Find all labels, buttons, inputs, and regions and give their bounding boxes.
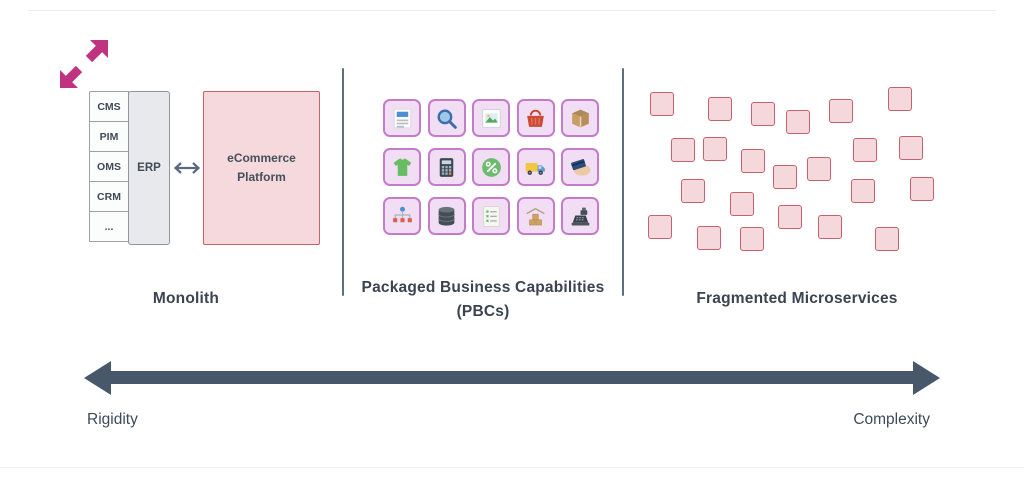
microservice-square bbox=[818, 215, 842, 239]
microservice-square bbox=[899, 136, 923, 160]
pbc-tile bbox=[516, 99, 555, 137]
microservice-square bbox=[751, 102, 775, 126]
microservice-square bbox=[888, 87, 912, 111]
pbc-tile bbox=[427, 148, 466, 186]
document-icon bbox=[393, 108, 411, 128]
calculator-icon bbox=[439, 157, 454, 177]
cash-register-icon bbox=[571, 207, 589, 225]
microservice-square bbox=[910, 177, 934, 201]
microservice-square bbox=[650, 92, 674, 116]
axis-label-rigidity: Rigidity bbox=[87, 411, 138, 428]
microservice-square bbox=[648, 215, 672, 239]
checklist-icon bbox=[482, 205, 500, 227]
search-icon bbox=[437, 109, 457, 129]
monolith-title: Monolith bbox=[152, 290, 220, 307]
erp-box: ERP bbox=[128, 91, 170, 245]
microservice-square bbox=[681, 179, 705, 203]
pbc-tile bbox=[383, 148, 421, 186]
pbc-title-line1: Packaged Business Capabilities bbox=[361, 279, 605, 296]
microservice-square bbox=[875, 227, 899, 251]
resize-diagonal-icon[interactable] bbox=[56, 36, 112, 92]
ecommerce-platform-box: eCommerce Platform bbox=[203, 91, 320, 245]
microservice-square bbox=[671, 138, 695, 162]
microservice-square bbox=[697, 226, 721, 250]
double-headed-arrow-icon bbox=[173, 162, 201, 174]
microservice-square bbox=[708, 97, 732, 121]
module-oms: OMS bbox=[89, 151, 129, 182]
axis-arrowhead-right bbox=[913, 360, 940, 395]
pbc-tile bbox=[427, 197, 466, 235]
microservice-square bbox=[773, 165, 797, 189]
axis-arrowhead-left bbox=[84, 360, 111, 395]
module-crm: CRM bbox=[89, 181, 129, 212]
axis-label-complexity: Complexity bbox=[853, 411, 930, 428]
microservice-square bbox=[730, 192, 754, 216]
pbc-tile bbox=[472, 197, 510, 235]
microservices-title: Fragmented Microservices bbox=[696, 290, 898, 307]
monolith-module-stack: CMS PIM OMS CRM ... bbox=[89, 91, 129, 242]
microservice-square bbox=[786, 110, 810, 134]
pbc-tile bbox=[427, 99, 466, 137]
microservice-square bbox=[740, 227, 764, 251]
microservice-square bbox=[778, 205, 802, 229]
pbc-tile bbox=[472, 99, 510, 137]
top-divider-line bbox=[28, 10, 996, 11]
pbc-title-line2: (PBCs) bbox=[456, 303, 510, 321]
spectrum-axis-arrow bbox=[109, 371, 915, 384]
database-icon bbox=[438, 206, 455, 226]
pbc-tile bbox=[561, 148, 599, 186]
module-ellipsis: ... bbox=[89, 211, 129, 242]
module-cms: CMS bbox=[89, 91, 129, 122]
org-chart-icon bbox=[392, 206, 412, 222]
warehouse-icon bbox=[526, 207, 545, 225]
delivery-truck-icon bbox=[525, 162, 545, 175]
microservice-square bbox=[851, 179, 875, 203]
bottom-divider-line bbox=[0, 467, 1024, 468]
microservice-square bbox=[853, 138, 877, 162]
card-payment-icon bbox=[570, 158, 590, 176]
pbc-tile bbox=[516, 148, 555, 186]
shopping-basket-icon bbox=[527, 109, 544, 127]
microservice-square bbox=[807, 157, 831, 181]
pbc-tile bbox=[561, 99, 599, 137]
microservice-square bbox=[829, 99, 853, 123]
pbc-title: Packaged Business Capabilities (PBCs) bbox=[344, 276, 622, 324]
percent-discount-icon bbox=[481, 157, 501, 177]
pbc-tile bbox=[472, 148, 510, 186]
pbc-tile bbox=[383, 99, 421, 137]
ecommerce-platform-label: eCommerce Platform bbox=[227, 151, 296, 184]
module-pim: PIM bbox=[89, 121, 129, 152]
pbc-tile bbox=[383, 197, 421, 235]
package-icon bbox=[571, 109, 589, 127]
pbc-tile bbox=[561, 197, 599, 235]
microservice-square bbox=[703, 137, 727, 161]
pbc-grid bbox=[383, 99, 606, 235]
section-divider-1 bbox=[342, 68, 344, 296]
picture-icon bbox=[481, 108, 501, 128]
microservice-square bbox=[741, 149, 765, 173]
section-divider-2 bbox=[622, 68, 624, 296]
pbc-tile bbox=[516, 197, 555, 235]
tshirt-icon bbox=[393, 157, 411, 176]
